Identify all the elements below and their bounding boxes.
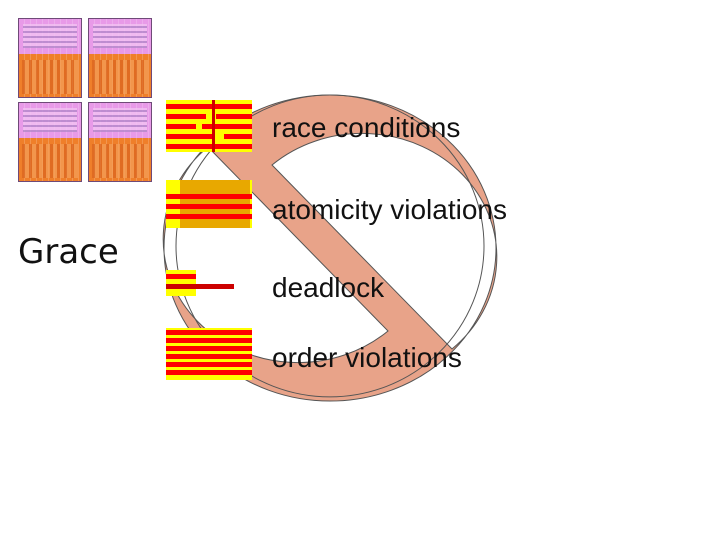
- chip-core-icon: [18, 18, 82, 98]
- race-stripes-icon: [166, 100, 252, 152]
- chip-core-icon: [88, 102, 152, 182]
- order-violations-label: order violations: [272, 342, 462, 373]
- atomicity-stripes-icon: [166, 180, 252, 228]
- grace-label: Grace: [18, 232, 119, 272]
- chip-core-icon: [18, 102, 82, 182]
- multicore-chip-image: [18, 18, 154, 184]
- race-conditions-label: race conditions: [272, 112, 461, 143]
- chip-core-icon: [88, 18, 152, 98]
- order-stripes-icon: [166, 328, 252, 380]
- atomicity-violations-label: atomicity violations: [272, 194, 507, 225]
- deadlock-stripes-icon: [166, 270, 252, 296]
- deadlock-label: deadlock: [272, 272, 385, 303]
